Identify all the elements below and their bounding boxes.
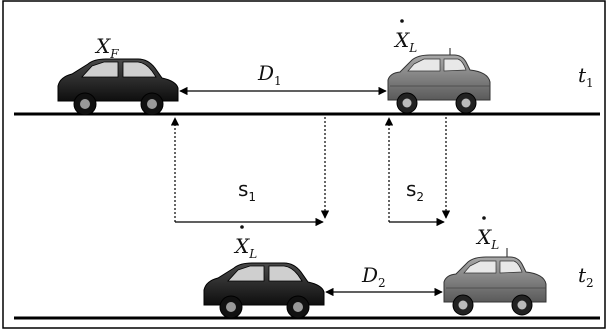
leader-car-bottom (443, 248, 547, 316)
s1-bracket (170, 113, 330, 227)
label-xl-top: XL (393, 28, 417, 55)
label-s2: s2 (406, 177, 424, 204)
label-d2: D2 (361, 263, 386, 290)
follower-car-bottom (203, 262, 325, 319)
follower-car-top (57, 58, 179, 116)
label-d1: D1 (257, 61, 282, 88)
leader-car-top (387, 48, 491, 114)
label-t2: t2 (578, 263, 594, 290)
xl-bottom-left-dot (240, 225, 244, 229)
s2-bracket (384, 113, 451, 227)
xl-top-dot (400, 19, 404, 23)
label-t1: t1 (578, 63, 594, 90)
label-xl-bottom-left: XL (233, 234, 257, 261)
label-xf: XF (94, 34, 119, 61)
label-xl-bottom-right: XL (475, 225, 499, 252)
label-s1: s1 (238, 177, 256, 204)
xl-bottom-right-dot (482, 216, 486, 220)
